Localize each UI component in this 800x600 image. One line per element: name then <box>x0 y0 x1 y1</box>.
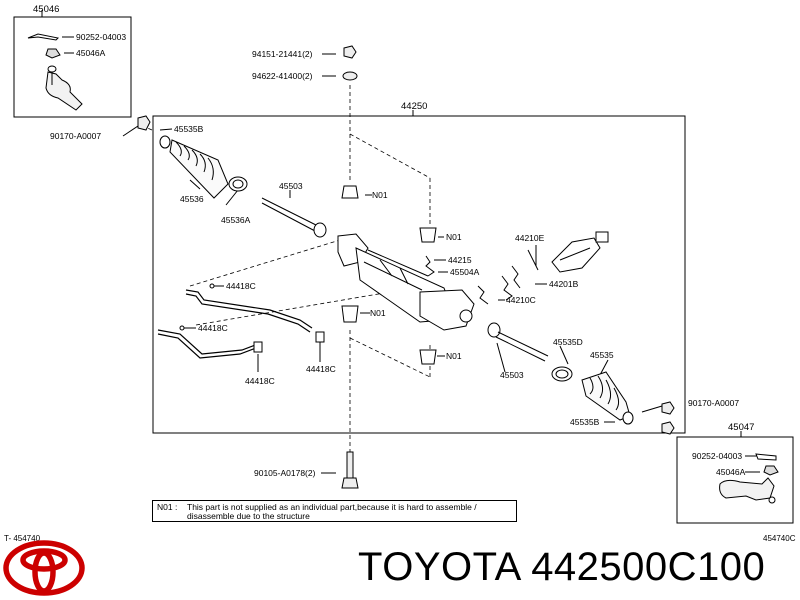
callout-44215: 44215 <box>448 255 472 265</box>
callout-45535D: 45535D <box>553 337 583 347</box>
callout-45503-top: 45503 <box>279 181 303 191</box>
toyota-logo-icon <box>3 540 85 596</box>
diagram-ref-right: 454740C <box>763 534 796 543</box>
rack-housing <box>337 233 475 331</box>
callout-45046A-left: 45046A <box>76 48 106 58</box>
note-line-1: This part is not supplied as an individu… <box>187 502 477 512</box>
tie-rod-end-right-frame <box>676 436 794 524</box>
callout-90170-right: 90170-A0007 <box>688 398 739 408</box>
rack-end-top <box>261 197 327 238</box>
structure-note: N01 : This part is not supplied as an in… <box>152 500 517 522</box>
callout-94622: 94622-41400(2) <box>252 71 313 81</box>
nut-left <box>137 115 151 131</box>
callout-45536: 45536 <box>180 194 204 204</box>
callout-45503-bottom: 45503 <box>500 370 524 380</box>
callout-90252-right: 90252-04003 <box>692 451 742 461</box>
pinion-valve <box>551 231 609 273</box>
cap-n01-c <box>341 305 359 323</box>
bolt-bottom-head <box>341 477 359 489</box>
note-code: N01 : <box>157 502 178 512</box>
cap-n01-d <box>419 349 437 365</box>
note-line-2: disassemble due to the structure <box>187 511 310 521</box>
nut-right <box>661 401 675 415</box>
callout-45046: 45046 <box>33 4 59 15</box>
washer-top <box>342 71 358 81</box>
spring-44201B <box>501 265 521 301</box>
callout-44418C-c: 44418C <box>245 376 275 386</box>
callout-44250: 44250 <box>401 101 427 112</box>
callout-90170-left: 90170-A0007 <box>50 131 101 141</box>
brand-make: TOYOTA <box>358 545 520 589</box>
callout-45536A: 45536A <box>221 215 251 225</box>
boot-right <box>551 366 634 425</box>
rack-assembly-frame <box>152 115 686 434</box>
bolt-bottom-shaft <box>346 451 354 479</box>
diagram-ref-left: T- 454740 <box>4 534 41 543</box>
pin-44210E <box>527 249 539 271</box>
callout-44418C-a: 44418C <box>226 281 256 291</box>
callout-n01-c: N01 <box>370 308 386 318</box>
boot-left <box>159 135 248 199</box>
tie-rod-end-left <box>27 33 83 111</box>
callout-44418C-d: 44418C <box>306 364 336 374</box>
nut-top <box>343 45 357 59</box>
pipe-lower <box>157 329 259 359</box>
cap-n01-b <box>419 227 437 243</box>
cap-n01-a <box>341 185 359 199</box>
brand-part-title: TOYOTA 442500C100 <box>358 545 765 590</box>
callout-45504A: 45504A <box>450 267 480 277</box>
callout-94151: 94151-21441(2) <box>252 49 313 59</box>
callout-45535: 45535 <box>590 350 614 360</box>
callout-44201B: 44201B <box>549 279 579 289</box>
callout-45047: 45047 <box>728 422 754 433</box>
spring-44215 <box>425 255 435 277</box>
nut-right-lower <box>661 421 675 435</box>
callout-45535B-bottom: 45535B <box>570 417 600 427</box>
rack-end-bottom <box>487 322 549 362</box>
callout-n01-a: N01 <box>372 190 388 200</box>
tie-rod-end-right <box>719 453 779 504</box>
callout-90252-left: 90252-04003 <box>76 32 126 42</box>
callout-44210C: 44210C <box>506 295 536 305</box>
brand-part-number: 442500C100 <box>531 545 766 589</box>
tie-rod-end-left-frame <box>13 16 132 118</box>
callout-n01-d: N01 <box>446 351 462 361</box>
spring-44210C <box>477 285 489 305</box>
callout-n01-b: N01 <box>446 232 462 242</box>
pipe-upper <box>185 289 313 333</box>
callout-44418C-b: 44418C <box>198 323 228 333</box>
callout-45535B-top: 45535B <box>174 124 204 134</box>
callout-44210E: 44210E <box>515 233 545 243</box>
callout-45046A-right: 45046A <box>716 467 746 477</box>
callout-90105: 90105-A0178(2) <box>254 468 316 478</box>
